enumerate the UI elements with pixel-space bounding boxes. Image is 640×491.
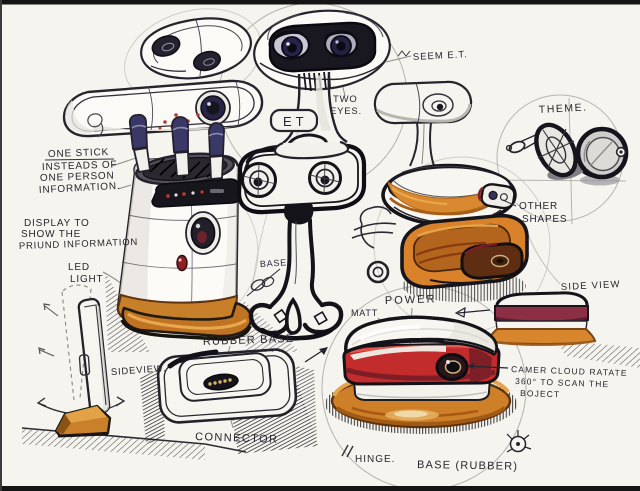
- svg-text:TWO: TWO: [333, 94, 358, 105]
- svg-text:MATT: MATT: [351, 308, 378, 318]
- svg-text:HINGE.: HINGE.: [355, 454, 395, 465]
- svg-text:EYES.: EYES.: [330, 106, 362, 117]
- svg-text:SIDE VIEW: SIDE VIEW: [561, 279, 621, 293]
- svg-text:BOJECT: BOJECT: [520, 388, 560, 399]
- svg-text:SHAPES: SHAPES: [522, 214, 567, 225]
- svg-text:BASE (RUBBER): BASE (RUBBER): [417, 459, 518, 473]
- svg-text:SEEM E.T.: SEEM E.T.: [413, 49, 468, 63]
- svg-text:LIGHT: LIGHT: [70, 274, 103, 285]
- svg-text:RUBBER BASE: RUBBER BASE: [203, 333, 295, 348]
- svg-text:INFORMATION.: INFORMATION.: [39, 181, 121, 196]
- svg-text:LED: LED: [68, 262, 90, 273]
- svg-text:PRIUND INFORMATION: PRIUND INFORMATION: [19, 237, 139, 252]
- svg-text:ET: ET: [283, 114, 308, 129]
- svg-text:BASE: BASE: [260, 257, 288, 269]
- svg-text:SIDEVIEW.: SIDEVIEW.: [111, 363, 167, 378]
- svg-text:SHOW THE: SHOW THE: [21, 229, 81, 240]
- svg-text:ONE PERSON: ONE PERSON: [40, 170, 115, 184]
- svg-text:DISPLAY TO: DISPLAY TO: [24, 218, 90, 229]
- svg-text:CONNECTOR: CONNECTOR: [195, 431, 279, 446]
- svg-text:360° TO SCAN THE: 360° TO SCAN THE: [515, 376, 610, 389]
- svg-text:INSTEADS OF: INSTEADS OF: [42, 159, 118, 173]
- svg-text:THEME.: THEME.: [539, 102, 588, 117]
- svg-text:POWER: POWER: [385, 293, 437, 307]
- svg-text:ONE STICK: ONE STICK: [48, 147, 109, 160]
- svg-text:CAMER CLOUD RATATE: CAMER CLOUD RATATE: [511, 364, 628, 378]
- svg-text:OTHER: OTHER: [519, 201, 558, 212]
